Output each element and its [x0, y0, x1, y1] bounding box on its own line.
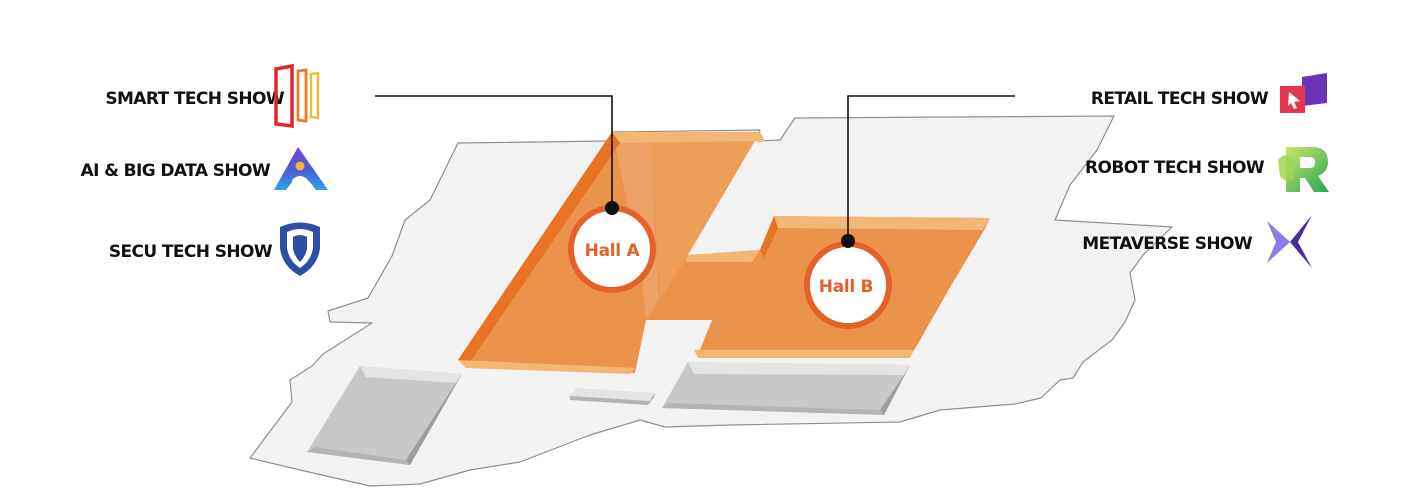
gray-small-structure	[570, 388, 655, 405]
show-entry-secu-tech[interactable]: SECU TECH SHOW	[109, 222, 320, 277]
gray-building-block-right	[662, 362, 910, 415]
metaverse-show-chevron-icon	[1267, 215, 1312, 268]
hall-a-label: Hall A	[585, 241, 641, 261]
robot-tech-show-r-icon	[1278, 147, 1329, 192]
leader-line-hall-a	[375, 95, 619, 215]
show-label-secu-tech: SECU TECH SHOW	[109, 242, 273, 262]
leader-line-hall-b	[841, 95, 1015, 248]
smart-tech-show-logo-icon	[274, 63, 320, 128]
show-entry-metaverse[interactable]: METAVERSE SHOW	[1082, 215, 1312, 268]
show-entry-ai-big-data[interactable]: AI & BIG DATA SHOW	[81, 147, 328, 190]
show-label-robot-tech: ROBOT TECH SHOW	[1085, 158, 1265, 178]
show-label-smart-tech: SMART TECH SHOW	[105, 89, 285, 109]
show-label-retail-tech: RETAIL TECH SHOW	[1091, 89, 1269, 109]
show-label-metaverse: METAVERSE SHOW	[1082, 234, 1253, 254]
hall-b-label: Hall B	[819, 277, 873, 297]
hall-b-marker[interactable]: Hall B	[804, 241, 892, 329]
ai-big-data-show-logo-icon	[274, 147, 328, 190]
secu-tech-show-shield-icon	[280, 222, 320, 276]
gray-building-block-left	[307, 366, 462, 465]
retail-tech-show-cursor-icon	[1280, 73, 1327, 113]
show-entry-robot-tech[interactable]: ROBOT TECH SHOW	[1085, 147, 1329, 192]
hall-connector	[646, 250, 760, 330]
show-label-ai-big-data: AI & BIG DATA SHOW	[81, 161, 271, 181]
show-entry-smart-tech[interactable]: SMART TECH SHOW	[105, 63, 320, 128]
show-entry-retail-tech[interactable]: RETAIL TECH SHOW	[1091, 73, 1327, 113]
hall-a-marker[interactable]: Hall A	[568, 205, 656, 293]
